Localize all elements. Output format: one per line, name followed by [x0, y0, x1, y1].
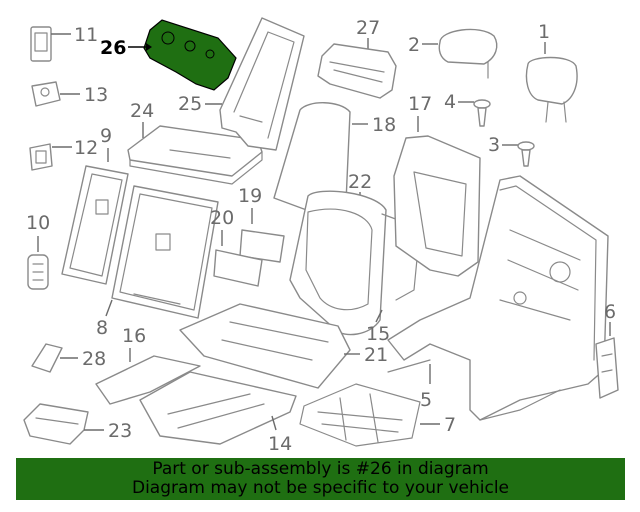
part-6: 6 [595, 301, 619, 399]
callout-17[interactable]: 17 [408, 93, 432, 115]
seat-frame [387, 175, 609, 421]
part-8: 8 [96, 185, 219, 339]
part-7: 7 [299, 383, 456, 447]
callout-18[interactable]: 18 [372, 114, 396, 136]
part-2: 2 [408, 28, 498, 79]
callout-2[interactable]: 2 [408, 34, 420, 56]
callout-19[interactable]: 19 [238, 185, 262, 207]
callout-10[interactable]: 10 [26, 212, 50, 234]
callout-27[interactable]: 27 [356, 17, 380, 39]
disclaimer-banner: Part or sub-assembly is #26 in diagram D… [16, 458, 625, 500]
callout-7[interactable]: 7 [444, 414, 456, 436]
callout-28[interactable]: 28 [82, 348, 106, 370]
part-21: 21 [179, 303, 388, 389]
callout-20[interactable]: 20 [210, 207, 234, 229]
callout-12[interactable]: 12 [74, 137, 98, 159]
part-10: 10 [26, 212, 50, 290]
part-26-highlighted[interactable]: 26 [100, 19, 237, 91]
part-16: 16 [95, 325, 201, 405]
callout-22[interactable]: 22 [348, 171, 372, 193]
part-5: 5 [387, 359, 432, 411]
part-27: 27 [317, 17, 397, 99]
callout-16[interactable]: 16 [122, 325, 146, 347]
part-12: 12 [29, 137, 98, 171]
part-3: 3 [488, 134, 535, 167]
callout-26[interactable]: 26 [100, 37, 126, 59]
parts-diagram: 11 13 12 10 26 24 [23, 17, 619, 455]
callout-1[interactable]: 1 [538, 21, 550, 43]
callout-4[interactable]: 4 [444, 91, 456, 113]
callout-6[interactable]: 6 [604, 301, 616, 323]
banner-line-2: Diagram may not be specific to your vehi… [131, 478, 509, 498]
callout-8[interactable]: 8 [96, 317, 108, 339]
part-18: 18 [273, 102, 396, 213]
part-9: 9 [61, 125, 129, 285]
callout-25[interactable]: 25 [178, 93, 202, 115]
callout-14[interactable]: 14 [268, 433, 292, 455]
callout-24[interactable]: 24 [130, 100, 154, 122]
part-22: 22 [289, 171, 387, 336]
callout-23[interactable]: 23 [108, 420, 132, 442]
part-4: 4 [444, 91, 491, 127]
part-24: 24 [127, 100, 263, 185]
part-28: 28 [31, 343, 106, 373]
part-19: 19 [238, 185, 285, 263]
part-17: 17 [393, 93, 481, 277]
part-1: 1 [525, 21, 578, 123]
part-11: 11 [30, 24, 98, 62]
part-14: 14 [139, 371, 297, 455]
part-23: 23 [23, 403, 132, 445]
callout-15[interactable]: 15 [366, 323, 390, 345]
part-25: 25 [178, 17, 305, 151]
callout-3[interactable]: 3 [488, 134, 500, 156]
callout-21[interactable]: 21 [364, 344, 388, 366]
callout-9[interactable]: 9 [100, 125, 112, 147]
banner-line-1: Part or sub-assembly is #26 in diagram [152, 459, 489, 479]
callout-11[interactable]: 11 [74, 24, 98, 46]
part-13: 13 [31, 81, 108, 107]
callout-5[interactable]: 5 [420, 389, 432, 411]
part-20: 20 [210, 207, 263, 287]
callout-13[interactable]: 13 [84, 84, 108, 106]
